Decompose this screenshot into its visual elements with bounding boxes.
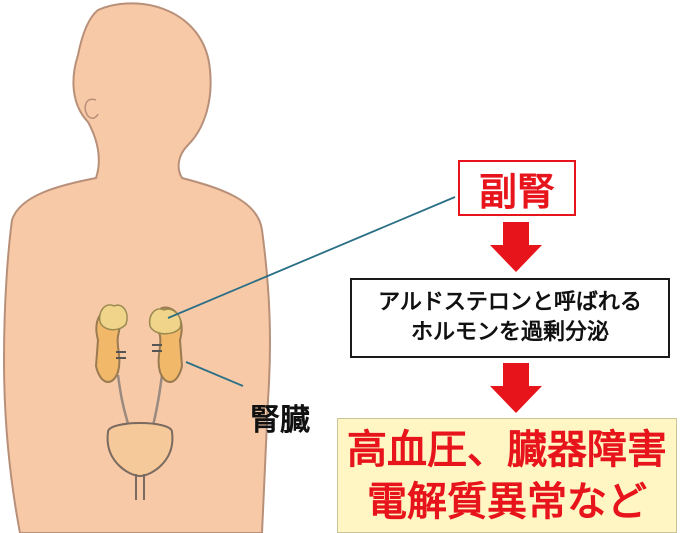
right-adrenal-gland xyxy=(148,308,182,335)
hormone-box: アルドステロンと呼ばれる ホルモンを過剰分泌 xyxy=(350,278,670,358)
urethra xyxy=(135,474,145,500)
kidney-label: 腎臓 xyxy=(250,403,310,438)
left-adrenal-gland xyxy=(98,304,128,331)
adrenal-leader-line xyxy=(167,196,456,319)
arrow-down-1 xyxy=(490,222,542,272)
result-box: 高血圧、臓器障害 電解質異常など xyxy=(337,418,677,533)
adrenal-label: 副腎 xyxy=(478,169,555,214)
hormone-line-2: ホルモンを過剰分泌 xyxy=(410,320,609,345)
result-line-1: 高血圧、臓器障害 xyxy=(347,426,667,473)
bladder xyxy=(106,422,174,478)
kidney-leader-line xyxy=(185,361,244,387)
ear xyxy=(84,98,99,119)
result-line-2: 電解質異常など xyxy=(367,478,647,525)
human-silhouette xyxy=(2,2,271,533)
adrenal-label-box: 副腎 xyxy=(458,160,576,216)
hormone-line-1: アルドステロンと呼ばれる xyxy=(378,290,642,315)
arrow-down-2 xyxy=(490,363,542,413)
renal-vessels xyxy=(116,344,162,359)
